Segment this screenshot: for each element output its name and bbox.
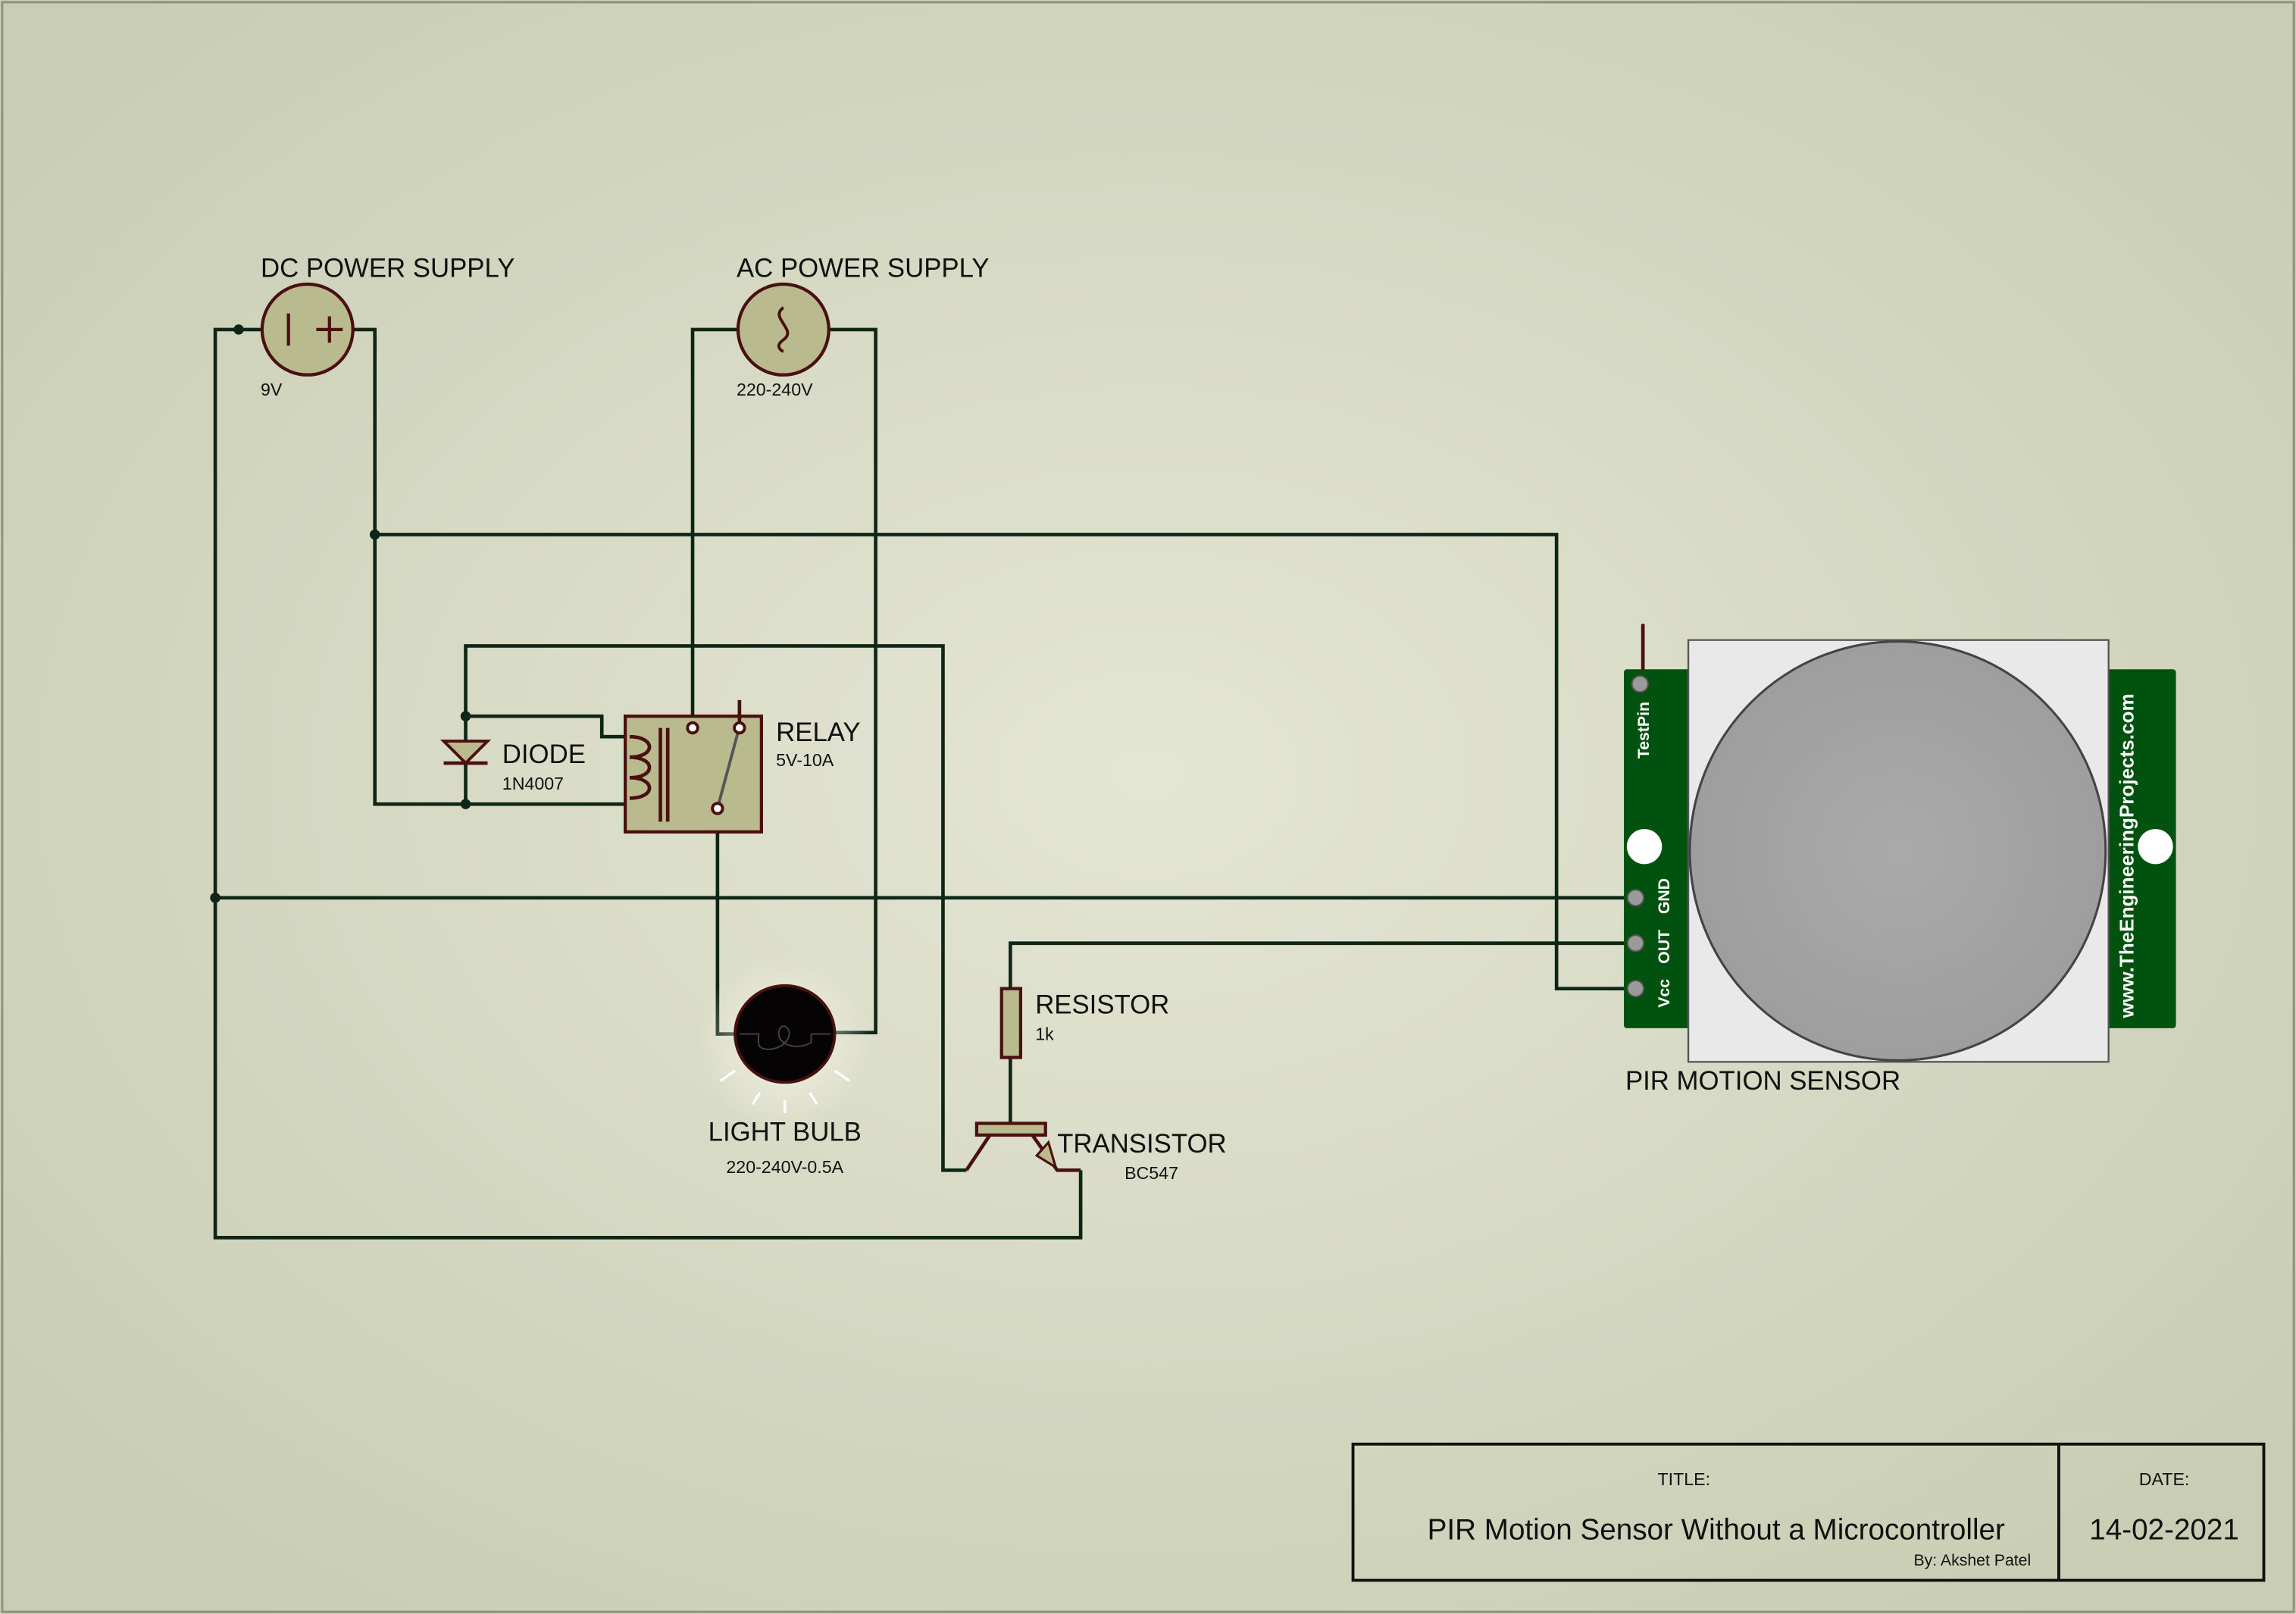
pir-label: PIR MOTION SENSOR <box>1625 1067 1900 1096</box>
pin-out-label: OUT <box>1655 930 1673 964</box>
drawing-date: 14-02-2021 <box>2089 1513 2239 1546</box>
title-heading: TITLE: <box>1657 1469 1710 1489</box>
pin-vcc-label: Vcc <box>1655 979 1673 1008</box>
pir-pins <box>1626 675 1649 998</box>
diode-value: 1N4007 <box>502 774 564 793</box>
relay-value: 5V-10A <box>776 750 834 770</box>
date-heading: DATE: <box>2139 1469 2190 1489</box>
pin-gnd-label: GND <box>1655 878 1673 914</box>
dc-supply-label: DC POWER SUPPLY <box>261 254 515 283</box>
resistor[interactable]: RESISTOR 1k <box>999 987 1170 1059</box>
transistor[interactable]: TRANSISTOR BC547 <box>965 1121 1227 1183</box>
bulb-value: 220-240V-0.5A <box>726 1157 843 1177</box>
light-bulb[interactable]: LIGHT BULB 220-240V-0.5A <box>696 955 873 1177</box>
diode-label: DIODE <box>502 740 586 769</box>
diode[interactable]: DIODE 1N4007 <box>439 740 586 793</box>
transistor-label: TRANSISTOR <box>1057 1130 1226 1159</box>
ac-supply-label: AC POWER SUPPLY <box>737 254 990 283</box>
ac-supply-value: 220-240V <box>737 380 813 399</box>
relay[interactable]: RELAY 5V-10A <box>624 699 861 834</box>
resistor-label: RESISTOR <box>1035 991 1169 1020</box>
bulb-label: LIGHT BULB <box>709 1118 862 1147</box>
drawing-title: PIR Motion Sensor Without a Microcontrol… <box>1428 1513 2005 1546</box>
dc-supply-value: 9V <box>261 380 283 399</box>
dc-power-supply[interactable]: DC POWER SUPPLY 9V <box>260 254 515 399</box>
title-block: TITLE: PIR Motion Sensor Without a Micro… <box>1351 1442 2266 1582</box>
transistor-value: BC547 <box>1125 1163 1178 1183</box>
pir-watermark: www.TheEngineeringProjects.com <box>2116 693 2138 1018</box>
author: By: Akshet Patel <box>1914 1551 2032 1569</box>
ac-power-supply[interactable]: AC POWER SUPPLY 220-240V <box>736 254 990 399</box>
resistor-value: 1k <box>1035 1024 1054 1043</box>
pir-motion-sensor[interactable]: TestPin GND OUT Vcc www.TheEngineeringPr… <box>1624 624 2176 1096</box>
pin-testpin-label: TestPin <box>1634 702 1653 759</box>
relay-label: RELAY <box>776 718 860 747</box>
wires <box>210 324 1630 1240</box>
